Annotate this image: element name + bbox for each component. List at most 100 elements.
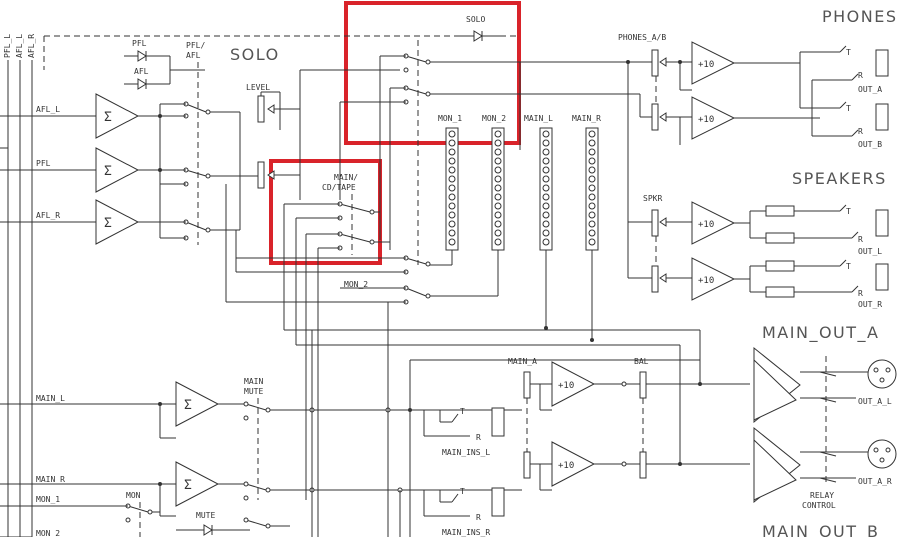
label-relay-1: RELAY <box>810 491 834 500</box>
main-amp-b: +10 <box>530 441 596 487</box>
label-meter-mon-1: MON_1 <box>438 114 462 123</box>
label-afl-led: AFL <box>134 67 149 76</box>
mon-switch <box>20 502 160 537</box>
jack-out-b: T R <box>800 80 889 137</box>
pfl-afl-switches <box>183 101 258 241</box>
label-main-ins-r: MAIN_INS_R <box>442 528 490 537</box>
main-a-pot <box>523 371 531 399</box>
label-main-mute-2: MUTE <box>244 387 263 396</box>
label-mon-2-in2: MON_2 <box>36 529 60 537</box>
meter-bars <box>445 127 599 251</box>
label-mon: MON <box>126 491 141 500</box>
solo-switch-gang <box>339 53 520 250</box>
svg-text:R: R <box>476 433 481 442</box>
mon-source-switch <box>225 184 431 305</box>
label-pfl-in: PFL <box>36 159 51 168</box>
svg-text:+10: +10 <box>698 220 714 230</box>
main-out-driver-b <box>753 426 840 504</box>
sum-amp-pfl: Σ <box>95 147 140 193</box>
sum-amp-main-l: Σ <box>175 381 220 427</box>
label-meter-mon-2: MON_2 <box>482 114 506 123</box>
label-main-cd-2: CD/TAPE <box>322 183 356 192</box>
svg-text:R: R <box>858 71 863 80</box>
svg-text:+10: +10 <box>558 461 574 471</box>
label-out-a-l: OUT_A_L <box>858 397 892 406</box>
label-main-ins-l: MAIN_INS_L <box>442 448 490 457</box>
spkr-pot-l <box>651 209 659 237</box>
main-input-wires <box>0 402 244 537</box>
label-pfl-afl-1: PFL/ <box>186 41 205 50</box>
svg-text:R: R <box>476 513 481 522</box>
phones-pot-b <box>651 103 659 131</box>
jack-out-l: T R <box>839 204 889 244</box>
main-bus-wires <box>284 60 700 346</box>
meter-bar-mon-2 <box>491 127 505 251</box>
svg-text:+10: +10 <box>558 381 574 391</box>
solo-led <box>455 30 500 42</box>
speaker-resistors <box>734 205 852 298</box>
level-pot <box>257 95 265 123</box>
jack-main-ins-l: T R <box>423 407 505 442</box>
svg-text:T: T <box>460 407 465 416</box>
highlight-box-solo-switch <box>344 1 521 145</box>
sum-amp-afl-l: Σ <box>95 93 140 139</box>
main-amp-a: +10 <box>530 361 596 407</box>
label-bal: BAL <box>634 357 649 366</box>
svg-text:T: T <box>846 48 851 57</box>
section-title-main-out-b: MAIN_OUT_B <box>762 522 880 537</box>
jack-main-ins-r: T R <box>423 487 505 522</box>
label-pfl-afl-2: AFL <box>186 51 201 60</box>
label-level: LEVEL <box>246 83 270 92</box>
section-title-phones: PHONES <box>822 7 898 26</box>
bus-label-pfl-l: PFL_L <box>3 34 12 58</box>
jack-out-r: T R <box>839 259 889 298</box>
relay-switches <box>819 371 837 483</box>
svg-text:+10: +10 <box>698 276 714 286</box>
label-pfl-led: PFL <box>132 39 147 48</box>
spkr-pot-r <box>651 265 659 293</box>
bal-pot-a <box>639 371 647 399</box>
label-main-mute-1: MAIN <box>244 377 263 386</box>
solo-pot <box>257 161 265 189</box>
sum-amp-main-r: Σ <box>175 461 220 507</box>
label-meter-main-l: MAIN_L <box>524 114 553 123</box>
phones-amp-b: +10 <box>666 96 736 140</box>
section-title-solo: SOLO <box>230 45 280 64</box>
label-main-a: MAIN_A <box>508 357 537 366</box>
label-mon-1-in: MON_1 <box>36 495 60 504</box>
svg-text:T: T <box>460 487 465 496</box>
bus-label-afl-l: AFL_L <box>15 34 24 58</box>
label-afl-l: AFL_L <box>36 105 60 114</box>
jack-out-a: T R <box>799 45 889 108</box>
svg-text:R: R <box>858 235 863 244</box>
section-title-main-out-a: MAIN_OUT_A <box>762 323 879 343</box>
label-afl-r: AFL_R <box>36 211 60 220</box>
label-main-l-in: MAIN_L <box>36 394 65 403</box>
meter-wires <box>430 250 594 342</box>
spkr-amp-l: +10 <box>666 201 736 245</box>
label-mute: MUTE <box>196 511 215 520</box>
svg-text:T: T <box>846 104 851 113</box>
svg-text:Σ: Σ <box>104 110 112 125</box>
svg-text:R: R <box>858 127 863 136</box>
label-solo-small: SOLO <box>466 15 485 24</box>
label-out-l: OUT_L <box>858 247 882 256</box>
label-phones-ab: PHONES_A/B <box>618 33 666 42</box>
label-mon-2-in: MON_2 <box>344 280 368 289</box>
misc-wires <box>299 175 313 537</box>
xlr-out-a-r <box>840 439 897 479</box>
section-title-speakers: SPEAKERS <box>792 169 887 188</box>
meter-bar-main-r <box>585 127 599 251</box>
svg-text:T: T <box>846 207 851 216</box>
sum-amp-afl-r: Σ <box>95 199 140 245</box>
phones-amp-a: +10 <box>666 41 736 85</box>
bus-label-afl-r: AFL_R <box>27 34 36 58</box>
bal-pot-b <box>639 451 647 479</box>
spkr-amp-r: +10 <box>666 257 736 301</box>
svg-text:T: T <box>846 262 851 271</box>
label-meter-main-r: MAIN_R <box>572 114 601 123</box>
svg-text:+10: +10 <box>698 115 714 125</box>
sum-amp-wires <box>0 103 186 239</box>
svg-text:Σ: Σ <box>184 398 192 413</box>
